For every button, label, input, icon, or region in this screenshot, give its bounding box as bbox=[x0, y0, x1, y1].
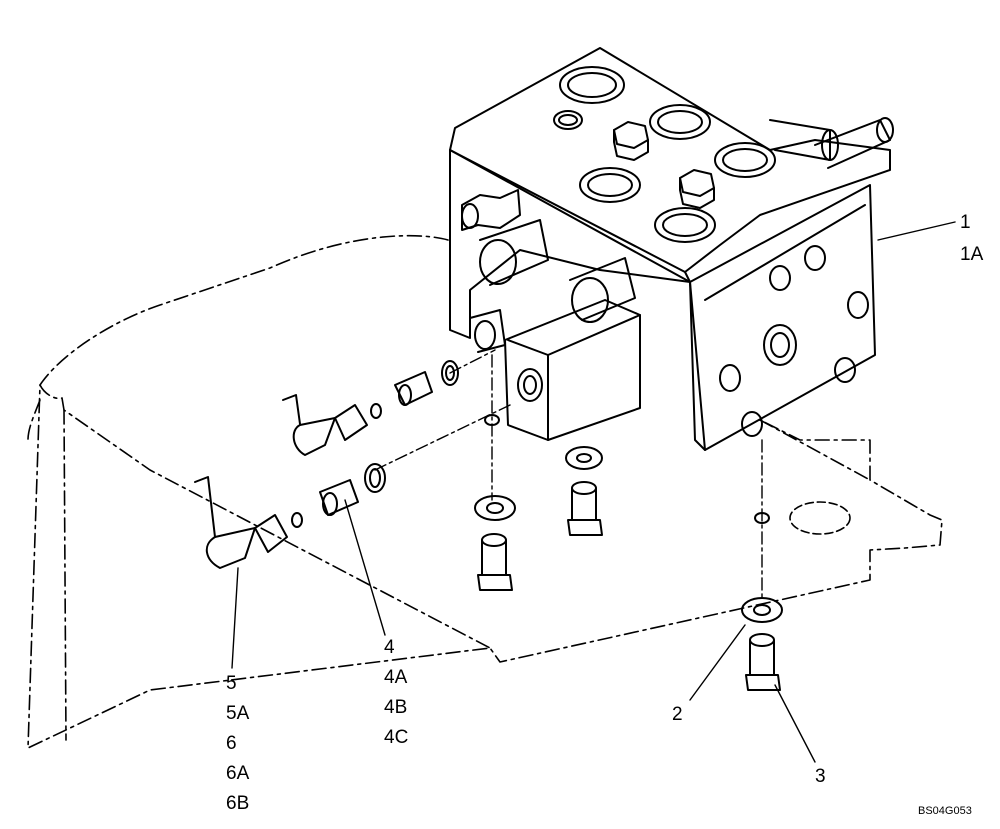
bolt-set-middle bbox=[565, 446, 603, 536]
callout-item-5: 5 5A 6 6A 6B bbox=[226, 673, 250, 814]
figure-reference: BS04G053 bbox=[918, 805, 972, 817]
callout-label: 5 bbox=[226, 673, 237, 694]
auxiliary-block bbox=[504, 299, 641, 441]
end-plate-bolts bbox=[719, 245, 869, 437]
side-tubes bbox=[769, 117, 894, 169]
left-side-plugs bbox=[461, 189, 636, 353]
callout-label: 4 bbox=[384, 637, 395, 658]
plate-hole bbox=[789, 501, 851, 535]
callout-label: 6B bbox=[226, 793, 249, 814]
bolt-set-right bbox=[741, 512, 783, 691]
hex-plug-top bbox=[613, 121, 715, 209]
callout-label: 1 bbox=[960, 212, 971, 233]
callout-item-4: 4 4A 4B 4C bbox=[384, 637, 408, 748]
callout-item-3: 3 bbox=[815, 766, 826, 787]
bolt-set-left bbox=[474, 414, 516, 591]
valve-main-block bbox=[449, 149, 691, 339]
top-ports bbox=[553, 66, 776, 243]
assembly-centerlines bbox=[374, 349, 763, 601]
callout-label: 2 bbox=[672, 704, 683, 725]
callout-label: 5A bbox=[226, 703, 250, 724]
control-valve bbox=[449, 47, 894, 451]
valve-top-face bbox=[449, 47, 891, 273]
mounting-plate-outline bbox=[27, 234, 943, 749]
valve-end-plate bbox=[689, 184, 876, 451]
callout-item-1: 1 1A bbox=[960, 212, 984, 265]
callout-label: 4A bbox=[384, 667, 408, 688]
callout-item-2: 2 bbox=[672, 704, 683, 725]
callout-label: 4B bbox=[384, 697, 407, 718]
leader-lines bbox=[231, 221, 956, 763]
callout-label: 3 bbox=[815, 766, 826, 787]
callout-label: 1A bbox=[960, 244, 984, 265]
fitting-assembly-upper bbox=[282, 360, 459, 456]
fitting-assembly-lower bbox=[194, 463, 386, 569]
callout-label: 6A bbox=[226, 763, 250, 784]
callout-label: 4C bbox=[384, 727, 408, 748]
callout-label: 6 bbox=[226, 733, 237, 754]
